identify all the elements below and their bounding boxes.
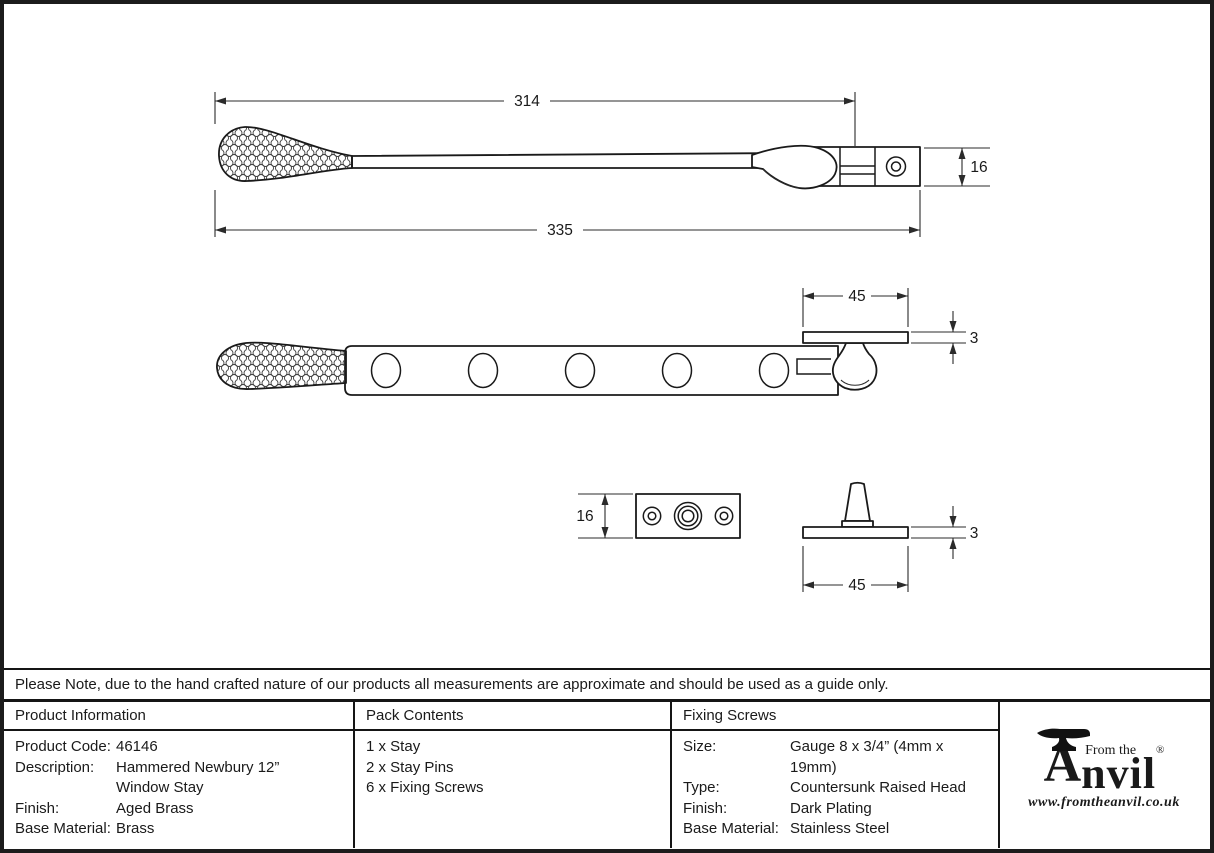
technical-drawing-area: .shape { fill:#ffffff; stroke:#1a1a1a; s…	[4, 4, 1210, 668]
anvil-icon	[1036, 728, 1090, 751]
table-row-size: Size: Gauge 8 x 3/4” (4mm x 19mm)	[683, 737, 992, 778]
dimension-45-keeper: 45	[802, 287, 909, 327]
keeper-hook	[832, 342, 878, 391]
dimension-3-keeper: 3	[911, 311, 978, 364]
product-information-header: Product Information	[4, 702, 353, 731]
bracket-screw-hole-outer	[885, 156, 907, 177]
table-row-type: Type: Countersunk Raised Head	[683, 778, 992, 799]
stay-hole-5	[758, 352, 790, 389]
stay-pivot-end	[751, 144, 838, 190]
row-value: Countersunk Raised Head	[790, 779, 966, 796]
row-label: Type:	[683, 779, 720, 796]
registered-trademark-symbol: ®	[1156, 744, 1165, 756]
row-value: 46146	[116, 738, 158, 755]
table-row-screw-finish: Finish: Dark Plating	[683, 799, 992, 820]
mounting-plate-view: 16	[576, 493, 741, 539]
dimension-16-side: 16	[924, 147, 990, 187]
logo-word-rest: nvil	[1081, 748, 1157, 798]
stay-hole-1	[370, 352, 402, 389]
stay-hole-3	[564, 352, 596, 389]
stay-pin-view: 3 45	[802, 481, 978, 594]
dimension-45-pin: 45	[802, 546, 909, 594]
row-label: Finish:	[683, 799, 728, 817]
pin-base-plate	[802, 526, 909, 539]
fixing-screws-header: Fixing Screws	[672, 702, 998, 731]
hammered-handle-plan	[216, 341, 347, 390]
dim-16-side-label: 16	[970, 159, 987, 176]
dimension-3-pin: 3	[911, 506, 978, 559]
row-label: Base Material:	[683, 820, 779, 837]
keeper-plate	[802, 331, 909, 344]
row-label: Base Material:	[15, 820, 111, 837]
pivot-crease	[762, 168, 800, 189]
window-stay-technical-drawing: .shape { fill:#ffffff; stroke:#1a1a1a; s…	[214, 92, 990, 594]
stay-arm-side	[351, 152, 791, 169]
row-value: Aged Brass	[116, 799, 194, 817]
plate-hole-left-outer	[642, 506, 662, 526]
plan-view: 45 3	[216, 287, 978, 396]
row-label: Size:	[683, 738, 717, 755]
fixing-screws-column: Fixing Screws Size: Gauge 8 x 3/4” (4mm …	[672, 702, 1000, 848]
stay-end-notch	[796, 358, 831, 375]
row-value: Stainless Steel	[790, 820, 890, 837]
dimension-314: 314	[214, 92, 856, 146]
pack-contents-column: Pack Contents 1 x Stay 2 x Stay Pins 6 x…	[355, 702, 672, 848]
dim-335-label: 335	[547, 222, 573, 239]
stay-hole-4	[661, 352, 693, 389]
brand-url: www.fromtheanvil.co.uk	[1028, 795, 1180, 810]
row-value: Brass	[116, 820, 155, 837]
keeper-hook-inner	[840, 379, 870, 386]
stay-hole-2	[467, 352, 499, 389]
hammered-handle-side	[218, 126, 353, 182]
dimension-16-plate: 16	[576, 493, 633, 539]
specification-table: Product Information Product Code: 46146 …	[4, 699, 1210, 848]
dim-3-keeper-label: 3	[970, 330, 979, 347]
dim-16-plate-label: 16	[576, 508, 593, 525]
dim-3-pin-label: 3	[970, 525, 979, 542]
list-item: 6 x Fixing Screws	[366, 779, 484, 796]
row-label: Description:	[15, 758, 95, 776]
row-value: Hammered Newbury 12” Window Stay	[116, 758, 280, 797]
table-row-screw-base-material: Base Material: Stainless Steel	[683, 819, 992, 840]
plate-hole-left-inner	[647, 511, 657, 521]
table-row-finish: Finish: Aged Brass	[15, 799, 347, 820]
table-row-description: Description: Hammered Newbury 12” Window…	[15, 758, 347, 799]
bracket-screw-hole-inner	[890, 161, 902, 172]
row-label: Product Code:	[15, 738, 111, 755]
plate-hole-center-mid	[677, 505, 699, 527]
table-row-base-material: Base Material: Brass	[15, 819, 347, 840]
pack-contents-header: Pack Contents	[355, 702, 670, 731]
logo-prefix: From the	[1085, 742, 1137, 758]
measurement-note: Please Note, due to the hand crafted nat…	[4, 668, 1210, 699]
row-value: Dark Plating	[790, 799, 872, 817]
dim-314-label: 314	[514, 93, 540, 110]
from-the-anvil-logo: A From the nvil ® www.fromtheanvil.co.uk	[1028, 728, 1180, 811]
pin-cone	[844, 481, 871, 522]
plate-hole-right-inner	[719, 511, 729, 521]
brand-logo-cell: A From the nvil ® www.fromtheanvil.co.uk	[1000, 702, 1208, 848]
side-view: 314 335 16	[214, 92, 990, 239]
product-information-column: Product Information Product Code: 46146 …	[4, 702, 355, 848]
dimension-335: 335	[214, 190, 921, 239]
list-item: 2 x Stay Pins	[366, 758, 454, 776]
list-item: 1 x Stay	[366, 738, 421, 755]
row-value: Gauge 8 x 3/4” (4mm x 19mm)	[790, 738, 944, 776]
note-text: Please Note, due to the hand crafted nat…	[15, 676, 889, 693]
table-row-product-code: Product Code: 46146	[15, 737, 347, 758]
dim-45-keeper-label: 45	[848, 288, 865, 305]
plate-hole-center-outer	[673, 501, 703, 531]
plate-hole-right-outer	[714, 506, 734, 526]
stay-bar-plan	[344, 345, 839, 396]
row-label: Finish:	[15, 799, 60, 817]
mounting-plate	[635, 493, 741, 539]
bracket-slot	[840, 165, 875, 175]
plate-hole-center-inner	[681, 509, 695, 523]
dim-45-pin-label: 45	[848, 577, 865, 594]
